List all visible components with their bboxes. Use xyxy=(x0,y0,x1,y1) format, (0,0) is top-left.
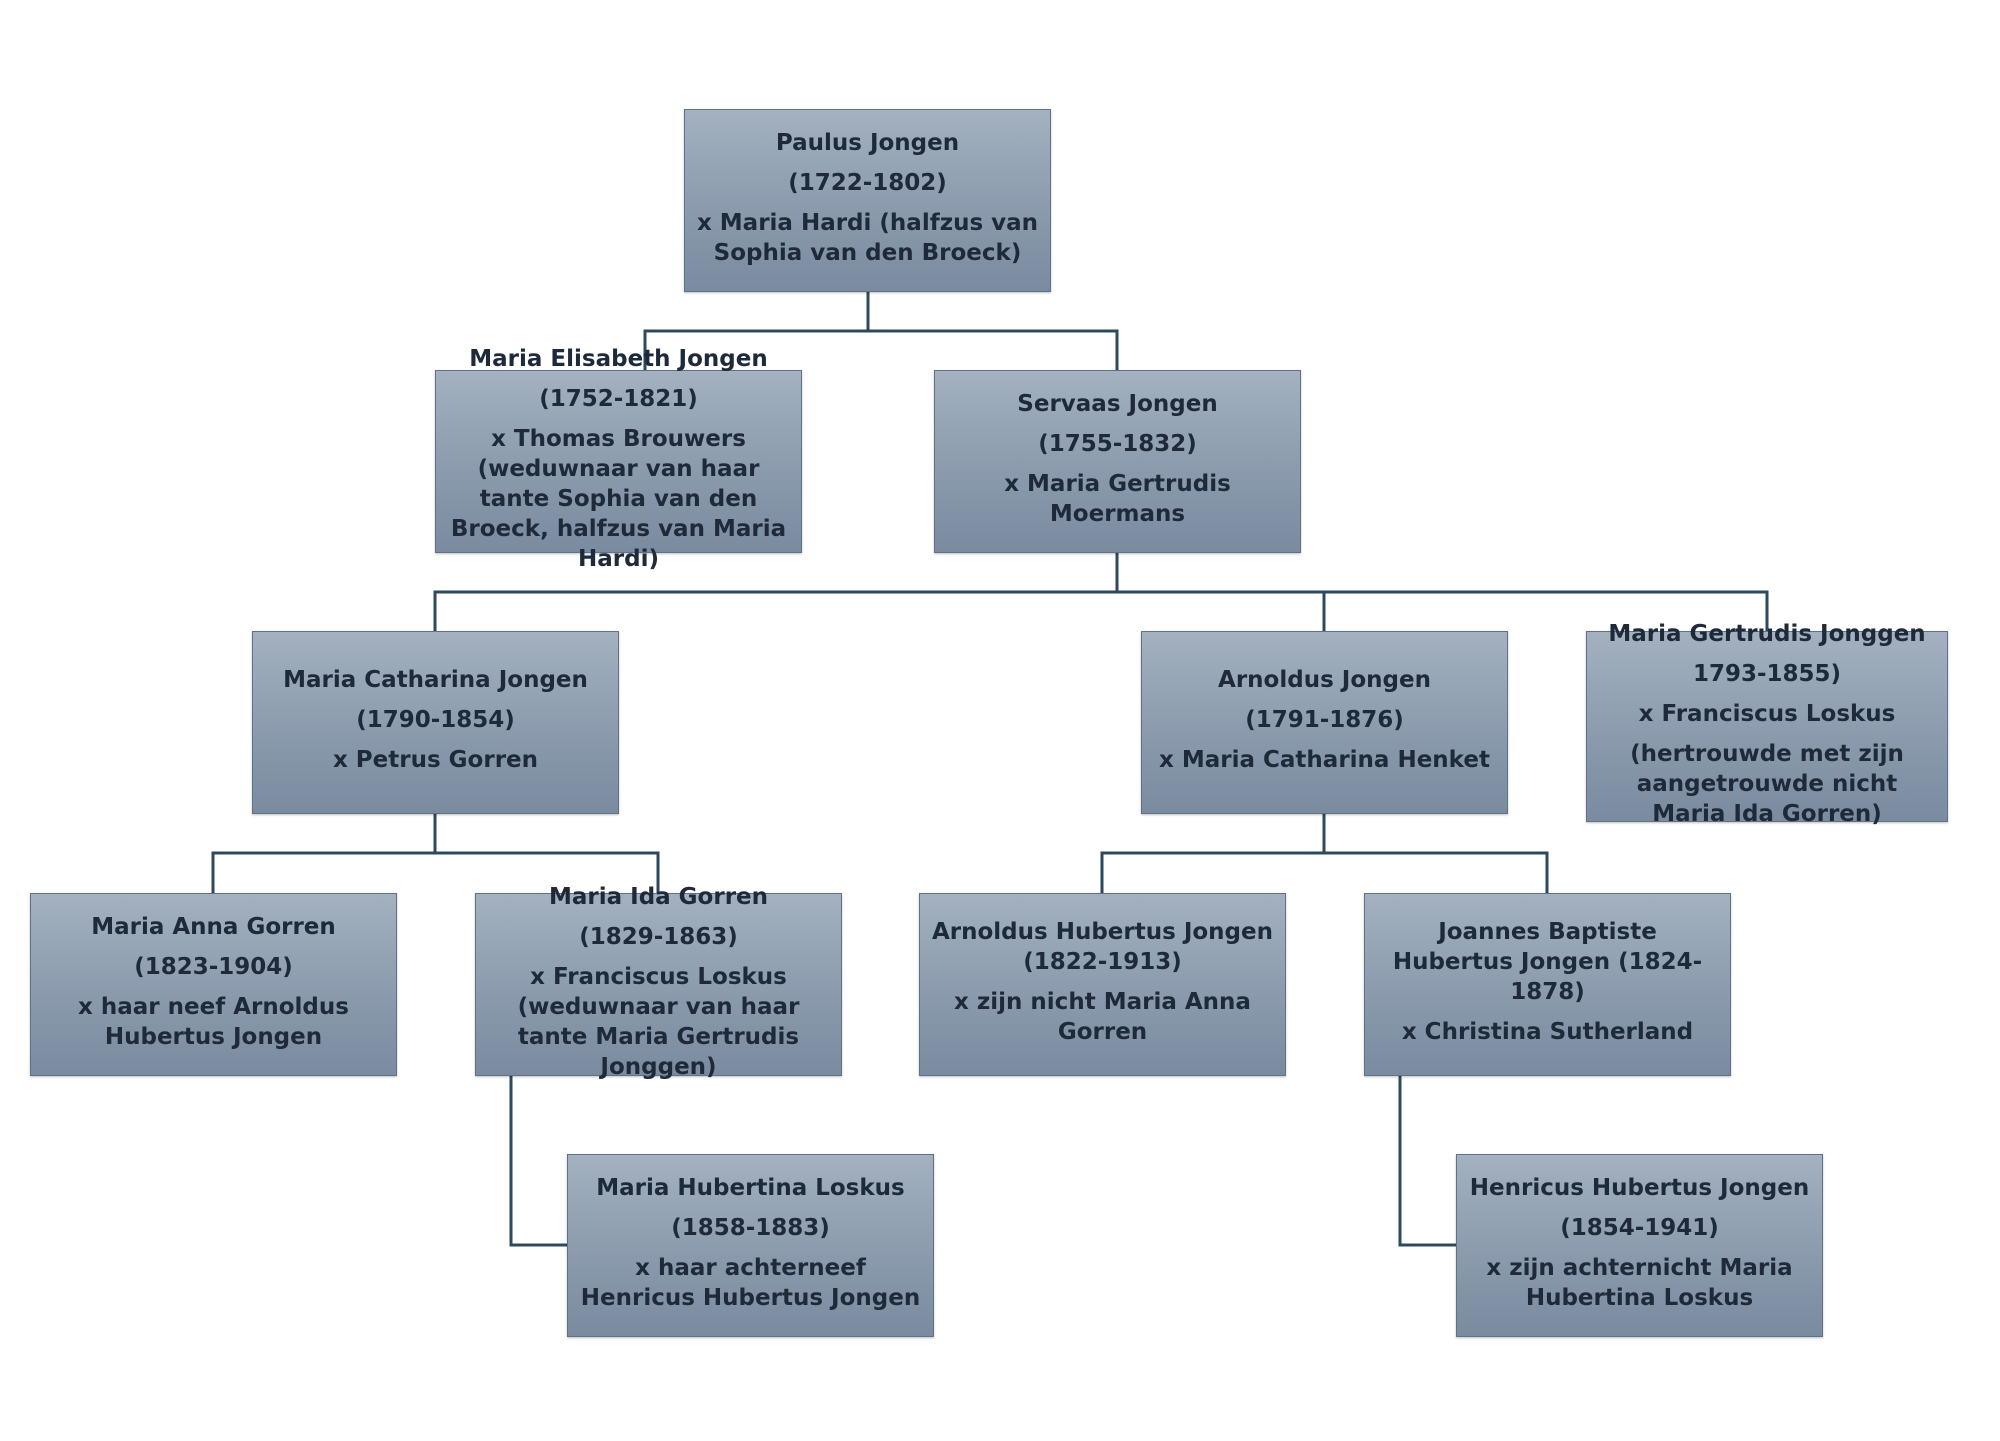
person-box-joannes-baptiste-hubertus-jongen: Joannes Baptiste Hubertus Jongen (1824-1… xyxy=(1364,893,1731,1076)
person-name: Maria Elisabeth Jongen xyxy=(469,346,768,372)
connector-maria-ida-child xyxy=(509,1076,567,1247)
person-box-maria-gertrudis-jonggen: Maria Gertrudis Jonggen 1793-1855) x Fra… xyxy=(1586,621,1948,827)
person-box-arnoldus-jongen: Arnoldus Jongen (1791-1876) x Maria Cath… xyxy=(1141,631,1508,814)
person-box-paulus-jongen: Paulus Jongen (1722-1802) x Maria Hardi … xyxy=(684,109,1051,292)
person-box-arnoldus-hubertus-jongen: Arnoldus Hubertus Jongen (1822-1913) x z… xyxy=(919,893,1286,1076)
person-box-maria-ida-gorren: Maria Ida Gorren (1829-1863) x Franciscu… xyxy=(475,884,842,1080)
connector-joannes-baptiste-child xyxy=(1398,1076,1456,1247)
person-name: Henricus Hubertus Jongen xyxy=(1469,1175,1810,1201)
connector-arnoldus-children xyxy=(1100,814,1549,893)
connector-maria-catharina-children xyxy=(211,814,660,893)
person-spouse: x Thomas Brouwers (weduwnaar van haar ta… xyxy=(450,426,787,572)
person-name: Arnoldus Hubertus Jongen (1822-1913) xyxy=(931,919,1273,975)
person-spouse: x zijn achternicht Maria Hubertina Losku… xyxy=(1486,1255,1793,1311)
person-spouse: x Franciscus Loskus xyxy=(1638,701,1896,727)
person-name: Maria Hubertina Loskus xyxy=(596,1175,905,1201)
person-name: Maria Ida Gorren xyxy=(548,884,769,910)
person-box-maria-hubertina-loskus: Maria Hubertina Loskus (1858-1883) x haa… xyxy=(567,1154,934,1337)
person-name: Maria Anna Gorren xyxy=(91,914,336,940)
person-spouse: x Maria Gertrudis Moermans xyxy=(1004,471,1231,527)
person-years: (1854-1941) xyxy=(1560,1215,1719,1241)
person-note: (hertrouwde met zijn aangetrouwde nicht … xyxy=(1630,741,1904,827)
person-years: (1752-1821) xyxy=(539,386,698,412)
person-box-maria-anna-gorren: Maria Anna Gorren (1823-1904) x haar nee… xyxy=(30,893,397,1076)
connector-paulus-children xyxy=(643,292,1119,370)
person-spouse: x Petrus Gorren xyxy=(332,747,539,773)
person-name: Paulus Jongen xyxy=(775,130,960,156)
person-spouse: x Christina Sutherland xyxy=(1401,1019,1694,1045)
person-name: Maria Gertrudis Jonggen xyxy=(1608,621,1926,647)
person-spouse: x haar achterneef Henricus Hubertus Jong… xyxy=(580,1255,921,1311)
person-box-maria-elisabeth-jongen: Maria Elisabeth Jongen (1752-1821) x Tho… xyxy=(435,346,802,572)
connector-servaas-children xyxy=(433,553,1769,631)
person-name: Joannes Baptiste Hubertus Jongen (1824-1… xyxy=(1392,919,1703,1005)
person-spouse: x Maria Catharina Henket xyxy=(1159,747,1490,773)
person-name: Servaas Jongen xyxy=(1017,391,1218,417)
person-name: Arnoldus Jongen xyxy=(1218,667,1431,693)
person-box-servaas-jongen: Servaas Jongen (1755-1832) x Maria Gertr… xyxy=(934,370,1301,553)
person-years: (1858-1883) xyxy=(671,1215,830,1241)
person-years: (1829-1863) xyxy=(579,924,738,950)
person-name: Maria Catharina Jongen xyxy=(283,667,588,693)
person-spouse: x Franciscus Loskus (weduwnaar van haar … xyxy=(517,964,800,1080)
person-box-maria-catharina-jongen: Maria Catharina Jongen (1790-1854) x Pet… xyxy=(252,631,619,814)
person-years: (1722-1802) xyxy=(788,170,947,196)
person-years: 1793-1855) xyxy=(1692,661,1842,687)
person-spouse: x zijn nicht Maria Anna Gorren xyxy=(954,989,1251,1045)
person-years: (1823-1904) xyxy=(134,954,293,980)
person-years: (1755-1832) xyxy=(1038,431,1197,457)
person-spouse: x Maria Hardi (halfzus van Sophia van de… xyxy=(696,210,1039,266)
person-years: (1791-1876) xyxy=(1245,707,1404,733)
person-spouse: x haar neef Arnoldus Hubertus Jongen xyxy=(78,994,349,1050)
person-years: (1790-1854) xyxy=(356,707,515,733)
person-box-henricus-hubertus-jongen: Henricus Hubertus Jongen (1854-1941) x z… xyxy=(1456,1154,1823,1337)
